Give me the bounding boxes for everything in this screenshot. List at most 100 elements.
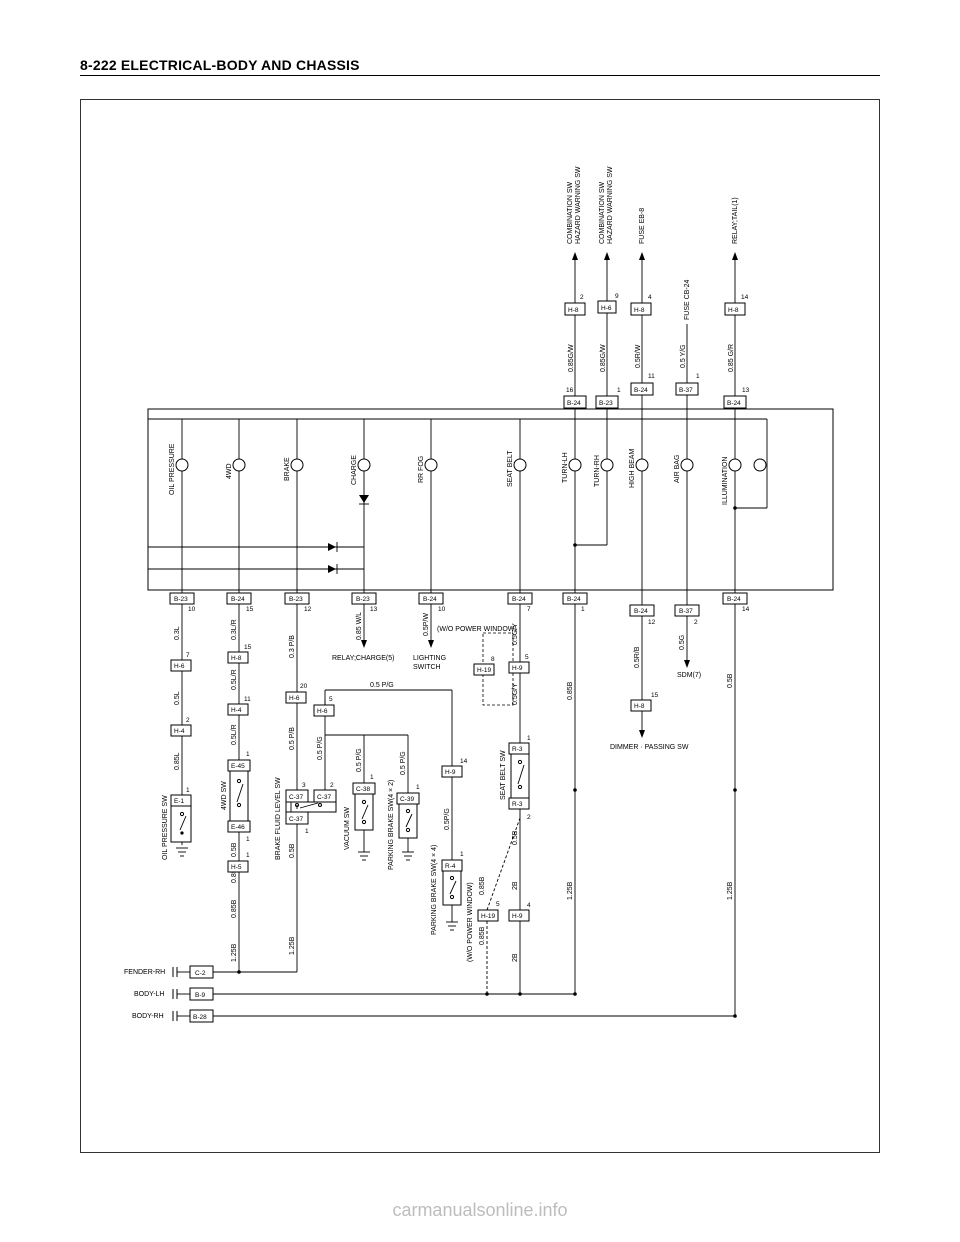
connector-box: [564, 302, 586, 316]
switch-body: [285, 801, 337, 813]
wire-label: 1.25B: [231, 943, 238, 962]
connector-label: E-46: [231, 824, 245, 831]
lamp-icon: [424, 458, 438, 472]
wire-label: 0.3L: [174, 626, 181, 640]
destination-label: LIGHTING: [413, 655, 446, 662]
arrow-icon: [639, 252, 645, 260]
lamp-icon: [568, 458, 582, 472]
page-title: 8-222 ELECTRICAL-BODY AND CHASSIS: [80, 57, 360, 73]
connector-label: H-9: [512, 665, 523, 672]
pin-label: 20: [300, 683, 308, 690]
pin-label: 1: [305, 828, 309, 835]
switch-label: 4WD SW: [221, 781, 228, 810]
connector-label: B-24: [634, 608, 648, 615]
lamp-label: 4WD: [226, 463, 233, 479]
switch-body: [354, 793, 374, 831]
connector-label: B-23: [174, 596, 188, 603]
lamp-icon: [357, 458, 371, 472]
page-header: 8-222 ELECTRICAL-BODY AND CHASSIS: [80, 55, 880, 81]
rr-fog-circuit: 0.5P/W LIGHTING SWITCH: [413, 604, 446, 671]
pin-label: 11: [244, 696, 251, 703]
connector-label: H-19: [481, 913, 495, 920]
switch-label: PARKING BRAKE SW(4 × 4): [431, 845, 438, 935]
connector-label: C-37: [317, 794, 331, 801]
lamp-icon: [728, 458, 742, 472]
wire-label: 0.5P/G: [444, 808, 451, 830]
wire-label: 0.85 W/L: [356, 612, 363, 640]
pin-label: 1: [581, 606, 585, 613]
pin-label: 13: [742, 387, 750, 394]
wire-label: 0.5 P/G: [317, 736, 324, 760]
meter-box: [147, 408, 834, 591]
ground-label: BODY-RH: [132, 1013, 164, 1020]
wire-label: 0.85L: [174, 752, 181, 770]
pin-label: 1: [460, 851, 464, 858]
wire-label: 0.85B: [479, 926, 486, 945]
wire-label: 0.85 G/R: [728, 344, 735, 372]
wire-label: 0.5P/W: [423, 613, 430, 636]
pin-label: 2: [186, 717, 190, 724]
wire-label: 2B: [512, 881, 519, 890]
lamp-icon: [175, 458, 189, 472]
oil-pressure-circuit: 0.3L H-67 0.5L H-42 0.85L E-11 OIL PRESS…: [162, 604, 192, 860]
pin-label: 13: [370, 606, 378, 613]
ground-buses: FENDER-RH C-2 BODY-LH B-9 BODY-RH B-28: [124, 965, 737, 1023]
lamp-label: HIGH BEAM: [629, 449, 636, 488]
turn-ground-circuit: 0.85B 1.25B: [567, 543, 577, 994]
connector-label: H-8: [231, 655, 242, 662]
connector-label: B-24: [727, 596, 741, 603]
header-rule: [80, 75, 880, 76]
pin-label: 1: [416, 784, 420, 791]
air-bag-circuit: 0.5G SDM(7): [677, 616, 701, 679]
connector-label: R-3: [512, 746, 523, 753]
connector-box: [630, 382, 654, 396]
connector-label: B-24: [727, 400, 741, 407]
wire-label: 0.85B: [231, 864, 238, 883]
pin-label: 1: [186, 787, 190, 794]
lamp-label: AIR BAG: [674, 455, 681, 483]
connector-label: C-38: [356, 786, 370, 793]
wire-label: 2B: [512, 953, 519, 962]
connector-label: H-5: [231, 864, 242, 871]
connector-label: H-6: [289, 695, 300, 702]
pin-label: 8: [491, 656, 495, 663]
switch-label: BRAKE FLUID LEVEL SW: [275, 777, 282, 860]
pin-label: 15: [651, 692, 659, 699]
pin-label: 1: [527, 735, 531, 742]
lamp-icon: [232, 458, 246, 472]
seat-belt-circuit: (W/O POWER WINDOW) H-198 0.5G/Y H-95 0.5…: [437, 604, 531, 994]
destination-label: SDM(7): [677, 672, 701, 679]
connector-label: B-24: [423, 596, 437, 603]
connector-label: H-8: [634, 307, 645, 314]
wire-label: 0.3 P/B: [289, 635, 296, 658]
wire-label: 0.5G: [679, 635, 686, 650]
wire-label: 0.85G/W: [568, 344, 575, 372]
ground-label: BODY-LH: [134, 991, 164, 998]
pin-label: 1: [246, 836, 250, 843]
top-circuits: B-24 16 0.85G/W H-8 2 COMBINATION SW HAZ…: [563, 166, 750, 419]
connector-label: B-9: [195, 992, 206, 999]
connector-label: B-24: [634, 387, 648, 394]
connector-label: B-24: [567, 596, 581, 603]
connector-label: B-24: [512, 596, 526, 603]
pin-label: 3: [302, 782, 306, 789]
connector-label: H-6: [317, 708, 328, 715]
connector-box: [597, 300, 617, 314]
wire-label: 0.5 P/B: [289, 727, 296, 750]
wire-label: 0.5G/Y: [512, 683, 519, 705]
wire-label: 0.5G/Y: [512, 623, 519, 645]
connector-label: C-37: [289, 794, 303, 801]
lamp-label: SEAT BELT: [507, 450, 514, 487]
connector-label: H-9: [445, 769, 456, 776]
pin-label: 1: [617, 387, 621, 394]
pin-label: 4: [527, 902, 531, 909]
connector-label: C-39: [400, 796, 414, 803]
pin-label: 2: [694, 619, 698, 626]
connector-label: H-9: [512, 913, 523, 920]
pin-label: 11: [648, 373, 655, 380]
lamp-icon: [290, 458, 304, 472]
wire-label: 0.5B: [512, 830, 519, 845]
connector-box: [675, 382, 699, 396]
